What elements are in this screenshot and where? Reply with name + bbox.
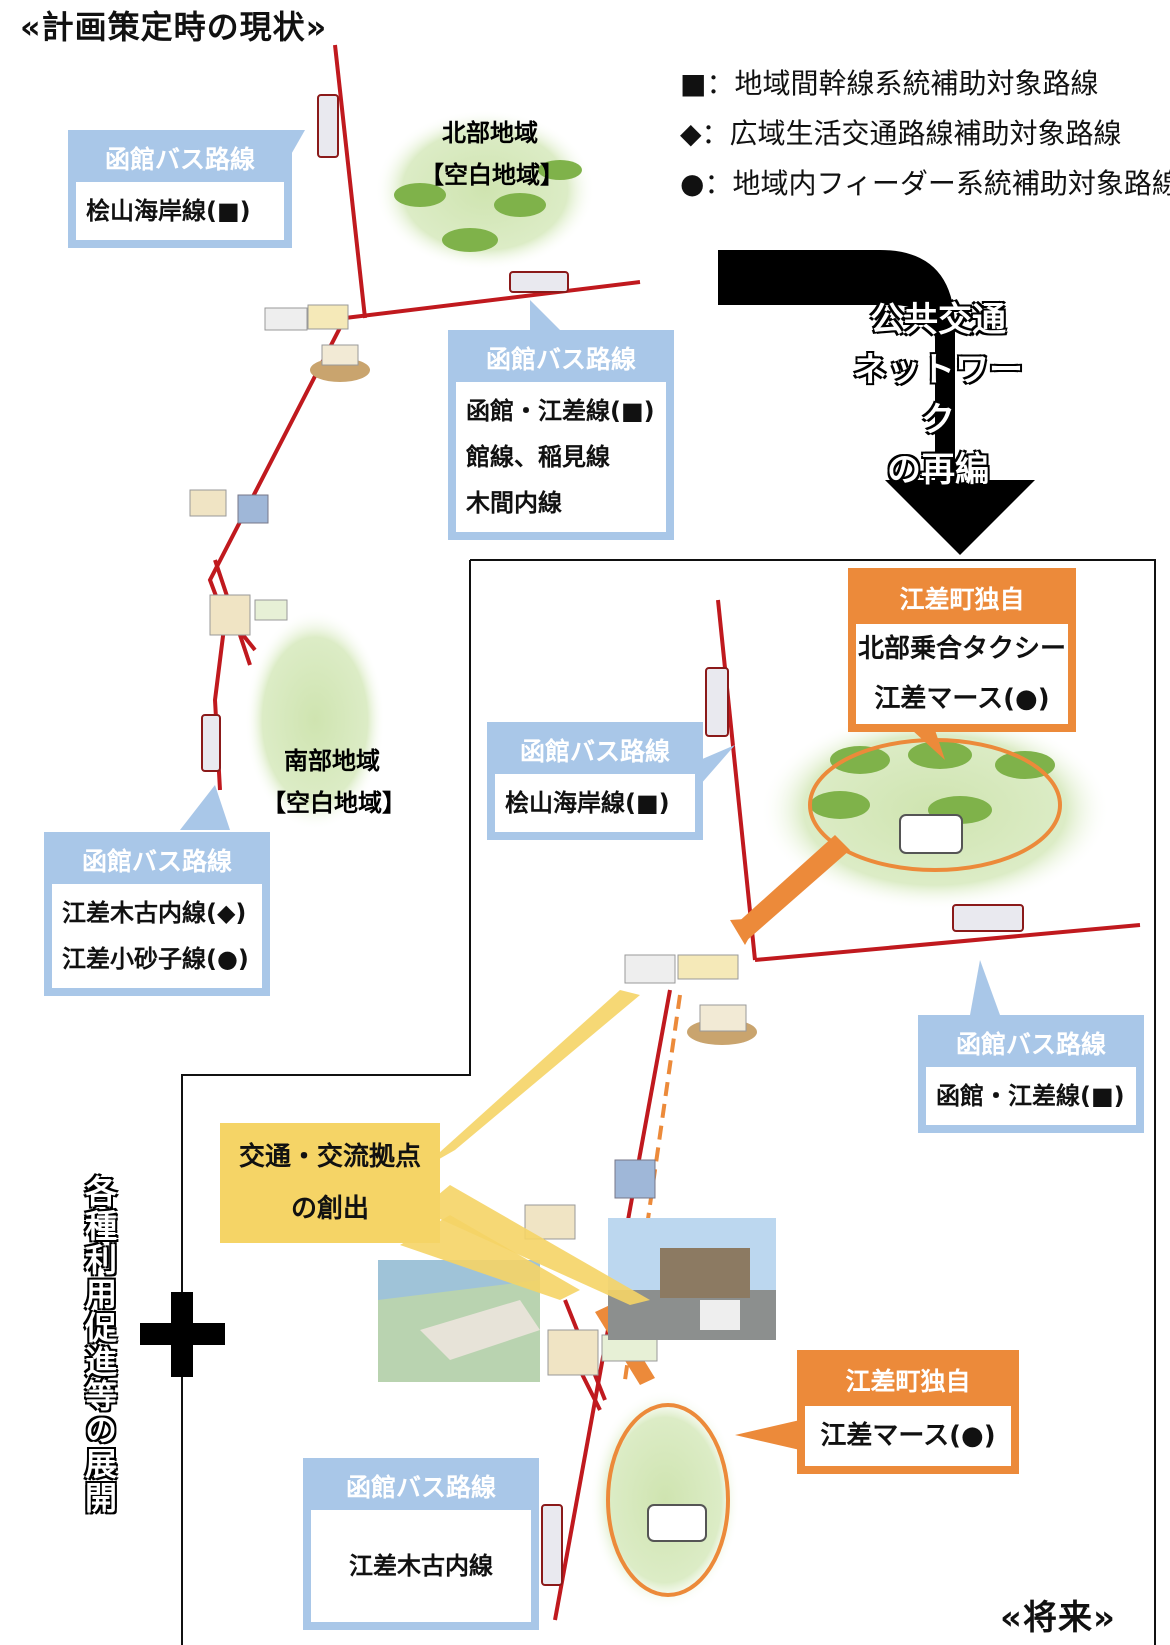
circle-icon: ● [680,167,705,200]
label-line: 公共交通 [870,300,1006,340]
legend-row-regional: ◆：広域生活交通路線補助対象路線 [680,112,1122,152]
callout-hakodate-esashi-future: 函館バス路線 函館・江差線(■) [918,1015,1144,1133]
pointer [530,300,560,330]
legend-row-feeder: ●：地域内フィーダー系統補助対象路線 [680,162,1170,202]
van-icon [647,1504,707,1542]
current-buses [201,94,569,772]
callout-header: 江差町独自 [899,585,1025,614]
callout-hiyama-current: 函館バス路線 桧山海岸線(■) [68,130,292,248]
service-name: 北部乗合タクシー [857,634,1066,664]
callout-north-taxi: 江差町独自 北部乗合タクシー 江差マース(●) [848,568,1076,732]
callout-header: 函館バス路線 [104,145,255,174]
future-buses [541,667,1024,1586]
callout-header: 函館バス路線 [81,847,232,876]
legend-row-trunk: ■：地域間幹線系統補助対象路線 [680,62,1098,102]
taxi-icon [899,814,963,854]
north-area-label: 北部地域 【空白地域】 [420,112,564,196]
callout-kikonai-current: 函館バス路線 江差木古内線(◆) 江差小砂子線(●) [44,832,270,996]
label-line: ネットワーク [853,350,1023,440]
station-photo [608,1218,776,1340]
route-name: 函館・江差線(■) [936,1082,1125,1110]
arrow-north-to-hub [735,835,850,942]
pointer [180,785,230,830]
callout-header: 江差町独自 [845,1367,971,1396]
hub-callout: 交通・交流拠点 の創出 [220,1123,440,1243]
square-icon: ■ [680,67,707,100]
callout-header: 函館バス路線 [345,1473,496,1502]
current-facilities [189,304,370,636]
callout-south-mars: 江差町独自 江差マース(●) [797,1350,1019,1474]
promotion-label: 各種利用促進等の展開 [80,1175,118,1515]
route-name: 木間内線 [466,489,562,517]
hub-line: の創出 [290,1194,369,1224]
route-name: 桧山海岸線(■) [86,197,251,225]
callout-hakodate-esashi-current: 函館バス路線 函館・江差線(■) 館線、稲見線 木間内線 [448,330,674,540]
route-name: 江差木古内線 [349,1552,493,1580]
current-title: «計画策定時の現状» [20,8,328,46]
diamond-icon: ◆ [680,117,702,150]
service-name: 江差マース(●) [874,684,1050,714]
reorganize-label: 公共交通 ネットワーク の再編 [838,295,1038,495]
callout-kikonai-future: 函館バス路線 江差木古内線 [303,1458,539,1630]
route-name: 江差木古内線(◆) [62,899,247,927]
south-area-label: 南部地域 【空白地域】 [262,740,406,824]
callout-header: 函館バス路線 [485,345,636,374]
reorganize-arrow [718,250,1035,555]
route-name: 函館・江差線(■) [466,397,655,425]
legend-label: ：広域生活交通路線補助対象路線 [701,117,1122,150]
route-name: 館線、稲見線 [466,443,610,471]
service-name: 江差マース(●) [820,1421,996,1451]
future-south-area [590,1390,740,1610]
hub-pointer [420,990,640,1170]
area-status: 【空白地域】 [420,161,564,189]
south-area-shape [245,610,385,830]
north-area-shape [375,110,595,270]
area-name: 北部地域 [442,119,538,147]
hub-line: 交通・交流拠点 [238,1142,421,1172]
callout-header: 函館バス路線 [955,1030,1106,1059]
callout-hiyama-future: 函館バス路線 桧山海岸線(■) [487,722,703,840]
label-line: の再編 [887,450,989,490]
legend-label: ：地域内フィーダー系統補助対象路線 [704,167,1170,200]
callout-header: 函館バス路線 [519,737,670,766]
route-name: 江差小砂子線(●) [62,945,249,973]
mars-loop [606,1403,730,1597]
legend-label: ：地域間幹線系統補助対象路線 [706,67,1099,100]
area-name: 南部地域 [284,747,380,775]
route-name: 桧山海岸線(■) [505,789,670,817]
area-status: 【空白地域】 [262,789,406,817]
future-title: «将来» [1000,1598,1116,1638]
